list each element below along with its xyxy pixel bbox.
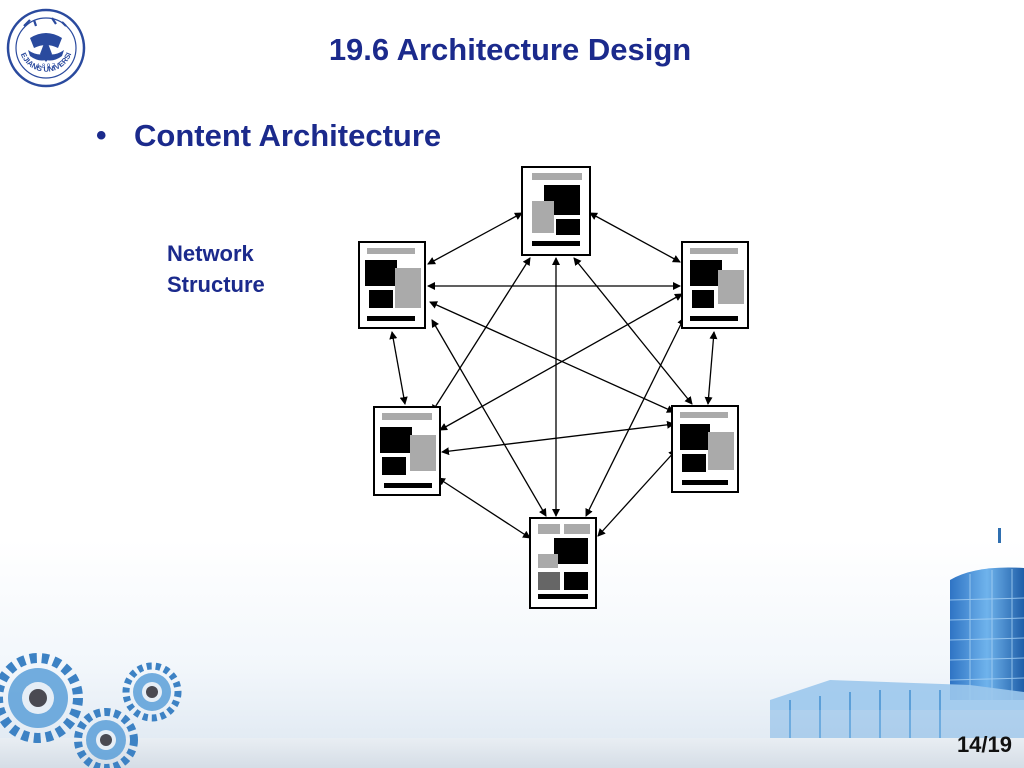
network-structure-diagram <box>358 166 749 609</box>
caption-line-1: Network <box>167 241 254 266</box>
gear-icon <box>74 708 138 768</box>
bullet-item: • Content Architecture <box>96 118 441 154</box>
bullet-marker: • <box>96 119 107 152</box>
gears-decoration <box>0 653 182 768</box>
page-title: 19.6 Architecture Design <box>328 32 692 67</box>
link-right-bottom <box>585 317 685 517</box>
connections <box>389 212 718 539</box>
page-node-bottom <box>529 517 597 609</box>
decor-tick <box>998 528 1001 543</box>
caption-line-2: Structure <box>167 272 265 297</box>
link-top-left <box>427 212 523 265</box>
gear-icon <box>0 653 83 743</box>
page-node-left <box>358 241 426 329</box>
diagram-caption: Network Structure <box>167 238 307 300</box>
link-top-midleft <box>431 257 531 413</box>
link-top-right <box>589 212 681 263</box>
logo-year: 1 8 9 7 <box>37 64 56 70</box>
link-midleft-bottom <box>437 477 531 539</box>
background-floor <box>0 738 1024 768</box>
university-logo: ZHEJIANG UNIVERSITY 1 8 9 7 <box>6 8 86 88</box>
link-left-midleft <box>389 331 408 405</box>
page-node-right <box>681 241 749 329</box>
link-midright-bottom <box>597 449 677 537</box>
bullet-text: Content Architecture <box>134 118 442 153</box>
building-decoration <box>770 567 1024 738</box>
page-node-midright <box>671 405 739 493</box>
link-top-midright <box>573 257 693 405</box>
page-node-top <box>521 166 591 256</box>
link-right-midleft <box>439 293 683 431</box>
link-right-midright <box>704 331 718 405</box>
link-midleft-midright <box>441 420 675 456</box>
page-number: 14/19 <box>956 732 1012 757</box>
link-left-bottom <box>431 319 547 517</box>
gear-icon <box>122 662 182 722</box>
page-node-midleft <box>373 406 441 496</box>
